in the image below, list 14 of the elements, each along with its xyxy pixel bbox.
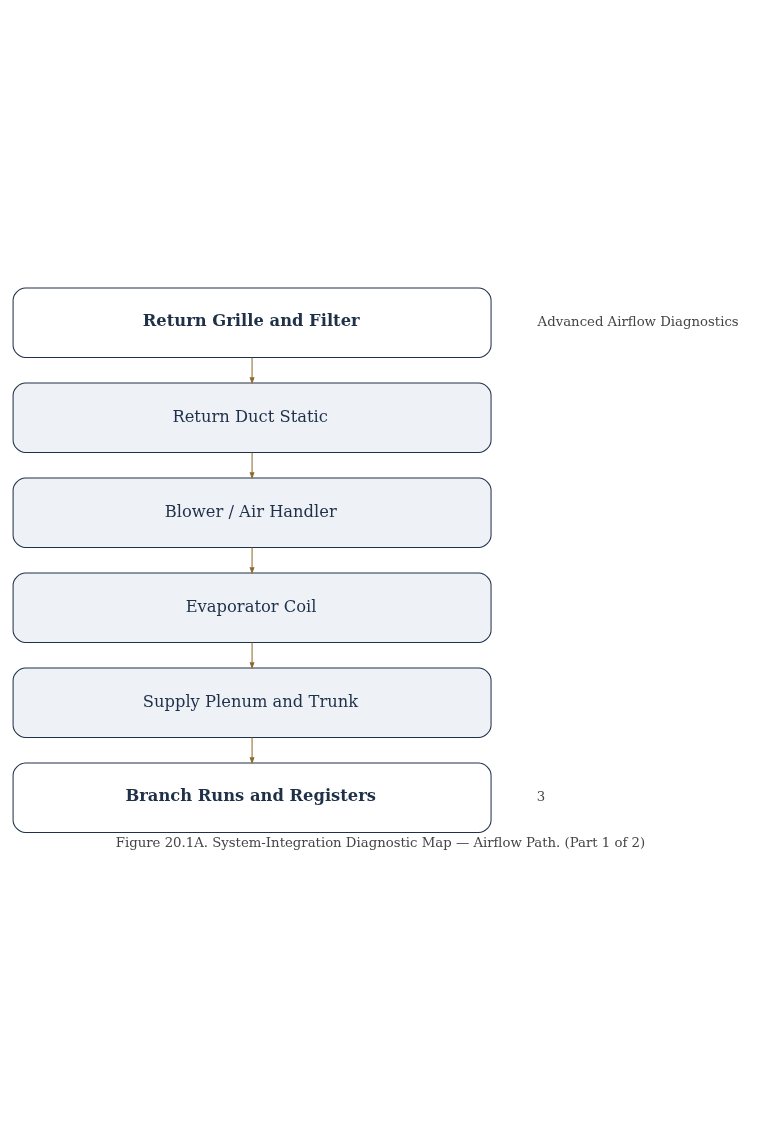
node-box: Return Duct Static <box>12 382 492 453</box>
caption: Figure 20.1A. System-Integration Diagnostic Map — Airflow Path. (Part 1 of 2) <box>115 834 645 850</box>
node-box: Supply Plenum and Trunk <box>12 667 492 738</box>
arrow <box>249 736 255 764</box>
label: Advanced Airflow Diagnostics <box>537 313 739 329</box>
arrow <box>249 451 255 479</box>
label: 3 <box>536 788 545 804</box>
node-box: Return Grille and Filter <box>12 287 492 358</box>
node-box: Branch Runs and Registers <box>12 762 492 833</box>
arrow <box>249 546 255 574</box>
arrow <box>249 356 255 384</box>
arrow <box>249 641 255 669</box>
node-box: Evaporator Coil <box>12 572 492 643</box>
node-box: Blower / Air Handler <box>12 477 492 548</box>
